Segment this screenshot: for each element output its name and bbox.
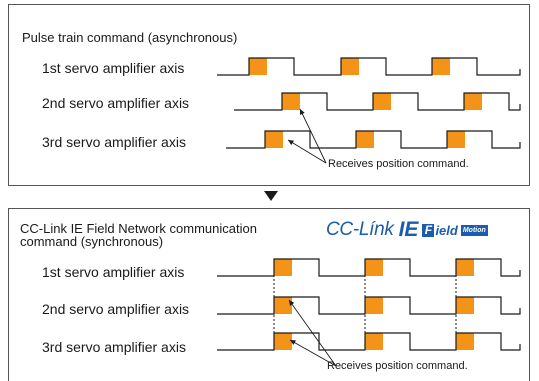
sync-axis-1-pulse-marker-1 bbox=[274, 259, 292, 276]
sync-axis-2-label: 2nd servo amplifier axis bbox=[42, 301, 190, 317]
sync-axis-3-waveform bbox=[217, 332, 521, 351]
async-axis-1-pulse-marker-3 bbox=[432, 58, 450, 75]
sync-axis-2-waveform bbox=[217, 296, 521, 315]
sync-pointer-2 bbox=[288, 299, 337, 367]
logo-cc-link-text: CC-Línk bbox=[326, 219, 394, 240]
async-axis-2-label: 2nd servo amplifier axis bbox=[42, 95, 190, 111]
async-axis-2-pulse-marker-2 bbox=[373, 93, 391, 110]
sync-axis-3-pulse-marker-2 bbox=[365, 333, 383, 350]
sync-axis-2-pulse-marker-2 bbox=[365, 297, 383, 314]
async-axis-3-pulse-marker-3 bbox=[447, 131, 465, 148]
async-axis-3-pulse-marker-1 bbox=[265, 131, 283, 148]
async-panel bbox=[8, 4, 530, 186]
sync-panel-title-line2: command (synchronous) bbox=[20, 234, 164, 249]
sync-axis-1-waveform bbox=[217, 258, 521, 277]
async-axis-1-waveform bbox=[217, 57, 521, 76]
async-panel-title: Pulse train command (asynchronous) bbox=[22, 30, 238, 45]
async-axis-2-waveform bbox=[234, 92, 521, 111]
async-note: Receives position command. bbox=[328, 158, 469, 170]
async-axis-1-label: 1st servo amplifier axis bbox=[42, 60, 185, 76]
cc-link-ie-field-motion-logo: CC-Línk IE F ield Motion bbox=[326, 218, 488, 241]
async-axis-3-label: 3rd servo amplifier axis bbox=[42, 134, 186, 150]
async-axis-3-waveform bbox=[226, 130, 521, 149]
logo-f-box: F bbox=[422, 223, 435, 237]
logo-ie-text: IE bbox=[398, 218, 419, 241]
async-pointer-1 bbox=[287, 139, 327, 164]
async-axis-1-pulse-marker-2 bbox=[341, 58, 359, 75]
sync-axis-1-pulse-marker-2 bbox=[365, 259, 383, 276]
down-triangle-arrow-icon bbox=[264, 191, 278, 201]
sync-pointer-2-head bbox=[289, 300, 295, 306]
async-axis-2-pulse-marker-3 bbox=[464, 93, 482, 110]
sync-axis-3-pulse-marker-3 bbox=[456, 333, 474, 350]
sync-axis-3-pulse-marker-1 bbox=[274, 333, 292, 350]
async-pointer-1-head bbox=[288, 140, 294, 146]
sync-pointer-1 bbox=[289, 339, 337, 367]
async-axis-1-pulse-marker-1 bbox=[249, 58, 267, 75]
logo-field-mark: F ield bbox=[422, 222, 458, 238]
sync-note: Receives position command. bbox=[327, 360, 468, 372]
logo-field-text: ield bbox=[435, 222, 458, 238]
async-pointer-2 bbox=[299, 108, 327, 164]
sync-axis-2-pulse-marker-1 bbox=[274, 297, 292, 314]
logo-motion-badge: Motion bbox=[460, 224, 488, 236]
sync-panel bbox=[8, 208, 530, 381]
sync-panel-title-line1: CC-Link IE Field Network communication bbox=[20, 221, 257, 236]
sync-pointer-1-head bbox=[290, 340, 296, 345]
sync-axis-1-label: 1st servo amplifier axis bbox=[42, 264, 185, 280]
async-axis-3-pulse-marker-2 bbox=[356, 131, 374, 148]
async-pointer-2-head bbox=[299, 109, 305, 115]
sync-axis-2-pulse-marker-3 bbox=[456, 297, 474, 314]
async-axis-2-pulse-marker-1 bbox=[282, 93, 300, 110]
sync-axis-3-label: 3rd servo amplifier axis bbox=[42, 339, 186, 355]
sync-axis-1-pulse-marker-3 bbox=[456, 259, 474, 276]
